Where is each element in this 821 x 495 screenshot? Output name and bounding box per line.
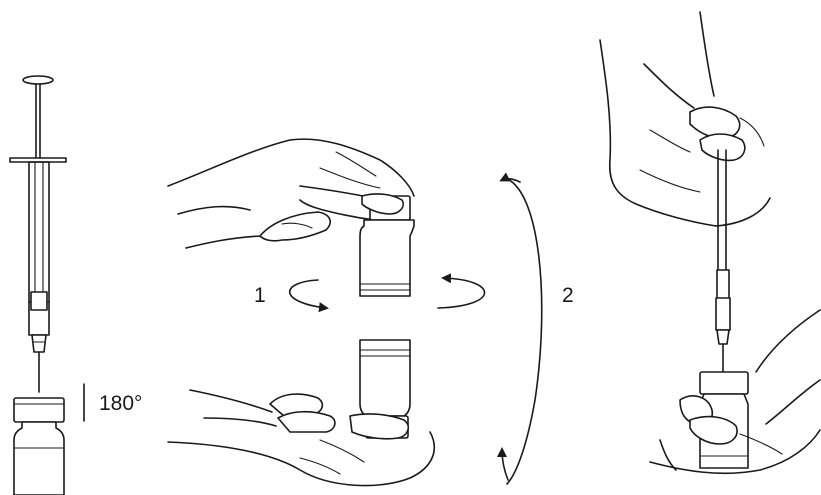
step2-label: 2 bbox=[562, 284, 574, 307]
right-lower-hand bbox=[649, 309, 821, 475]
rotation-label: 180° bbox=[99, 392, 142, 415]
lower-hand bbox=[167, 389, 435, 487]
vial-top bbox=[359, 193, 415, 297]
upper-hand bbox=[167, 138, 415, 249]
syringe bbox=[9, 75, 67, 393]
vial-upright bbox=[13, 397, 65, 495]
invert-arrow: 2 bbox=[497, 172, 574, 485]
rotation-indicator: 180° bbox=[83, 383, 142, 422]
step1-label: 1 bbox=[254, 284, 266, 307]
rolling-arrows: 1 bbox=[254, 273, 486, 313]
right-syringe bbox=[715, 149, 731, 375]
right-upper-hand bbox=[599, 11, 771, 227]
